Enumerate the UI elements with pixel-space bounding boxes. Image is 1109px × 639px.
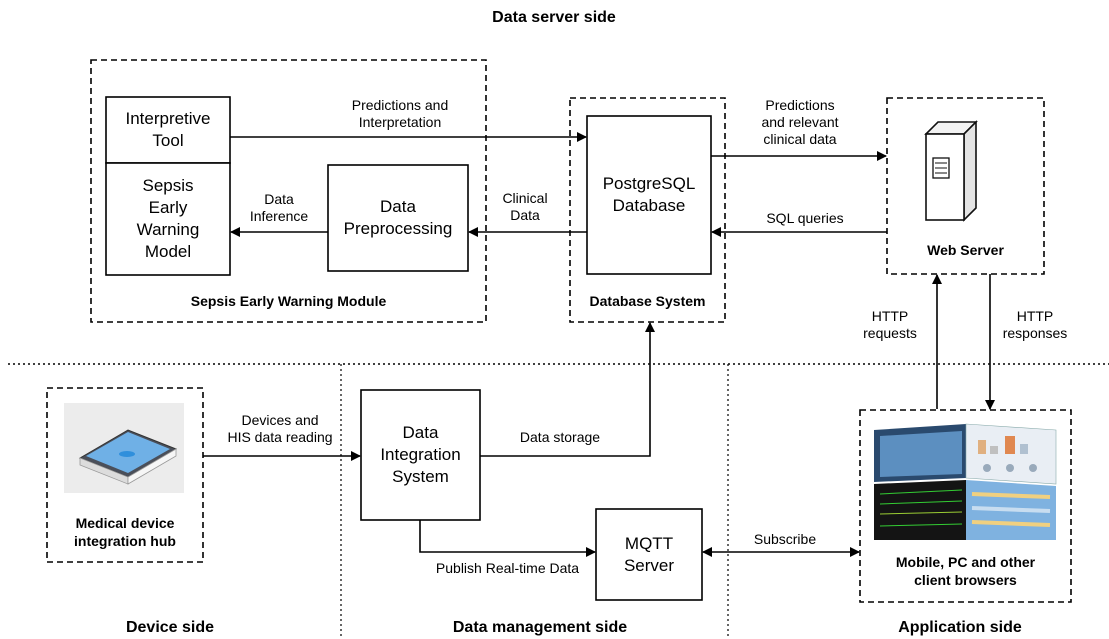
edge-label-subscribe: Subscribe — [753, 531, 817, 547]
clients-caption-line-1: Mobile, PC and other — [895, 554, 1036, 570]
title-application-side: Application side — [898, 619, 1022, 636]
arrow-publish-realtime — [419, 520, 596, 557]
medical-hub-container — [46, 387, 204, 563]
web-server-caption: Web Server — [927, 242, 1004, 258]
sepsis-model-line-4: Model — [144, 242, 192, 261]
medical-hub-caption-line-2: integration hub — [74, 533, 176, 549]
edge-label-data-inference-1: Data — [264, 191, 294, 207]
title-data-server-side: Data server side — [492, 9, 616, 26]
arrow-data-storage — [480, 322, 655, 457]
server-tower-icon — [924, 120, 978, 222]
medical-hub-caption-line-1: Medical device — [75, 515, 175, 531]
edge-label-data-storage: Data storage — [519, 429, 601, 445]
title-device-side: Device side — [125, 619, 215, 636]
edge-label-http-responses-2: responses — [1002, 325, 1068, 341]
edge-label-predictions-relevant: Predictions and relevant clinical data — [740, 97, 860, 148]
postgresql-line-2: Database — [612, 196, 686, 215]
postgresql-box — [586, 115, 712, 275]
edge-label-predictions-relevant-2: and relevant — [761, 114, 839, 130]
edge-label-http-requests: HTTP requests — [855, 308, 925, 342]
mqtt-box — [595, 508, 703, 601]
data-preprocessing-box — [327, 164, 469, 272]
edge-label-clinical-data: Clinical Data — [490, 190, 560, 224]
sepsis-module-caption: Sepsis Early Warning Module — [190, 293, 387, 309]
edge-label-clinical-data-1: Clinical — [502, 190, 548, 206]
data-integration-label: Data Integration System — [361, 390, 480, 520]
data-preprocessing-line-1: Data — [380, 197, 416, 216]
edge-label-predictions-relevant-1: Predictions — [765, 97, 835, 113]
edge-label-predictions-interpretation-2: Interpretation — [358, 114, 442, 130]
data-integration-line-3: System — [392, 467, 449, 486]
edge-label-http-requests-1: HTTP — [871, 308, 909, 324]
sepsis-model-line-1: Sepsis — [142, 176, 194, 195]
edge-label-http-requests-2: requests — [863, 325, 917, 341]
edge-label-predictions-interpretation-1: Predictions and — [351, 97, 449, 113]
database-system-container — [569, 97, 726, 323]
data-integration-box — [360, 389, 481, 521]
edge-label-devices-his: Devices and HIS data reading — [205, 412, 355, 446]
postgresql-line-1: PostgreSQL — [602, 174, 696, 193]
mqtt-label: MQTT Server — [596, 509, 702, 600]
edge-label-predictions-relevant-3: clinical data — [763, 131, 837, 147]
mqtt-line-1: MQTT — [624, 533, 674, 553]
edge-label-data-inference: Data Inference — [244, 191, 314, 225]
edge-label-data-inference-2: Inference — [249, 208, 309, 224]
edge-label-predictions-interpretation: Predictions and Interpretation — [330, 97, 470, 131]
sepsis-model-label: Sepsis Early Warning Model — [106, 163, 230, 275]
interpretive-tool-line-2: Tool — [152, 131, 184, 150]
sepsis-module-container — [90, 59, 487, 323]
medical-hub-caption: Medical device integration hub — [47, 514, 203, 550]
tablet-device-icon — [64, 403, 184, 493]
clients-container — [859, 409, 1072, 603]
web-server-container — [886, 97, 1045, 275]
edge-label-devices-his-1: Devices and — [241, 412, 319, 428]
data-preprocessing-label: Data Preprocessing — [328, 165, 468, 271]
edge-label-sql-queries: SQL queries — [766, 210, 844, 226]
mqtt-line-2: Server — [623, 555, 675, 575]
clients-caption: Mobile, PC and other client browsers — [860, 553, 1071, 589]
edge-label-publish-realtime: Publish Real-time Data — [435, 560, 580, 576]
edge-label-http-responses: HTTP responses — [995, 308, 1075, 342]
edge-label-http-responses-1: HTTP — [1016, 308, 1054, 324]
database-system-caption: Database System — [589, 293, 706, 309]
postgresql-label: PostgreSQL Database — [587, 116, 711, 274]
title-data-management-side: Data management side — [452, 619, 628, 636]
interpretive-tool-line-1: Interpretive — [125, 109, 211, 128]
dashboard-screens-icon — [874, 423, 1057, 540]
sepsis-model-line-3: Warning — [136, 220, 200, 239]
sepsis-model-line-2: Early — [148, 198, 188, 217]
edge-label-clinical-data-2: Data — [510, 207, 540, 223]
data-preprocessing-line-2: Preprocessing — [343, 219, 453, 238]
data-integration-line-1: Data — [402, 423, 439, 442]
clients-caption-line-2: client browsers — [914, 572, 1017, 588]
edge-label-devices-his-2: HIS data reading — [227, 429, 333, 445]
data-integration-line-2: Integration — [380, 445, 461, 464]
sepsis-model-box — [105, 162, 231, 276]
interpretive-tool-box — [105, 96, 231, 164]
interpretive-tool-label: Interpretive Tool — [106, 97, 230, 163]
